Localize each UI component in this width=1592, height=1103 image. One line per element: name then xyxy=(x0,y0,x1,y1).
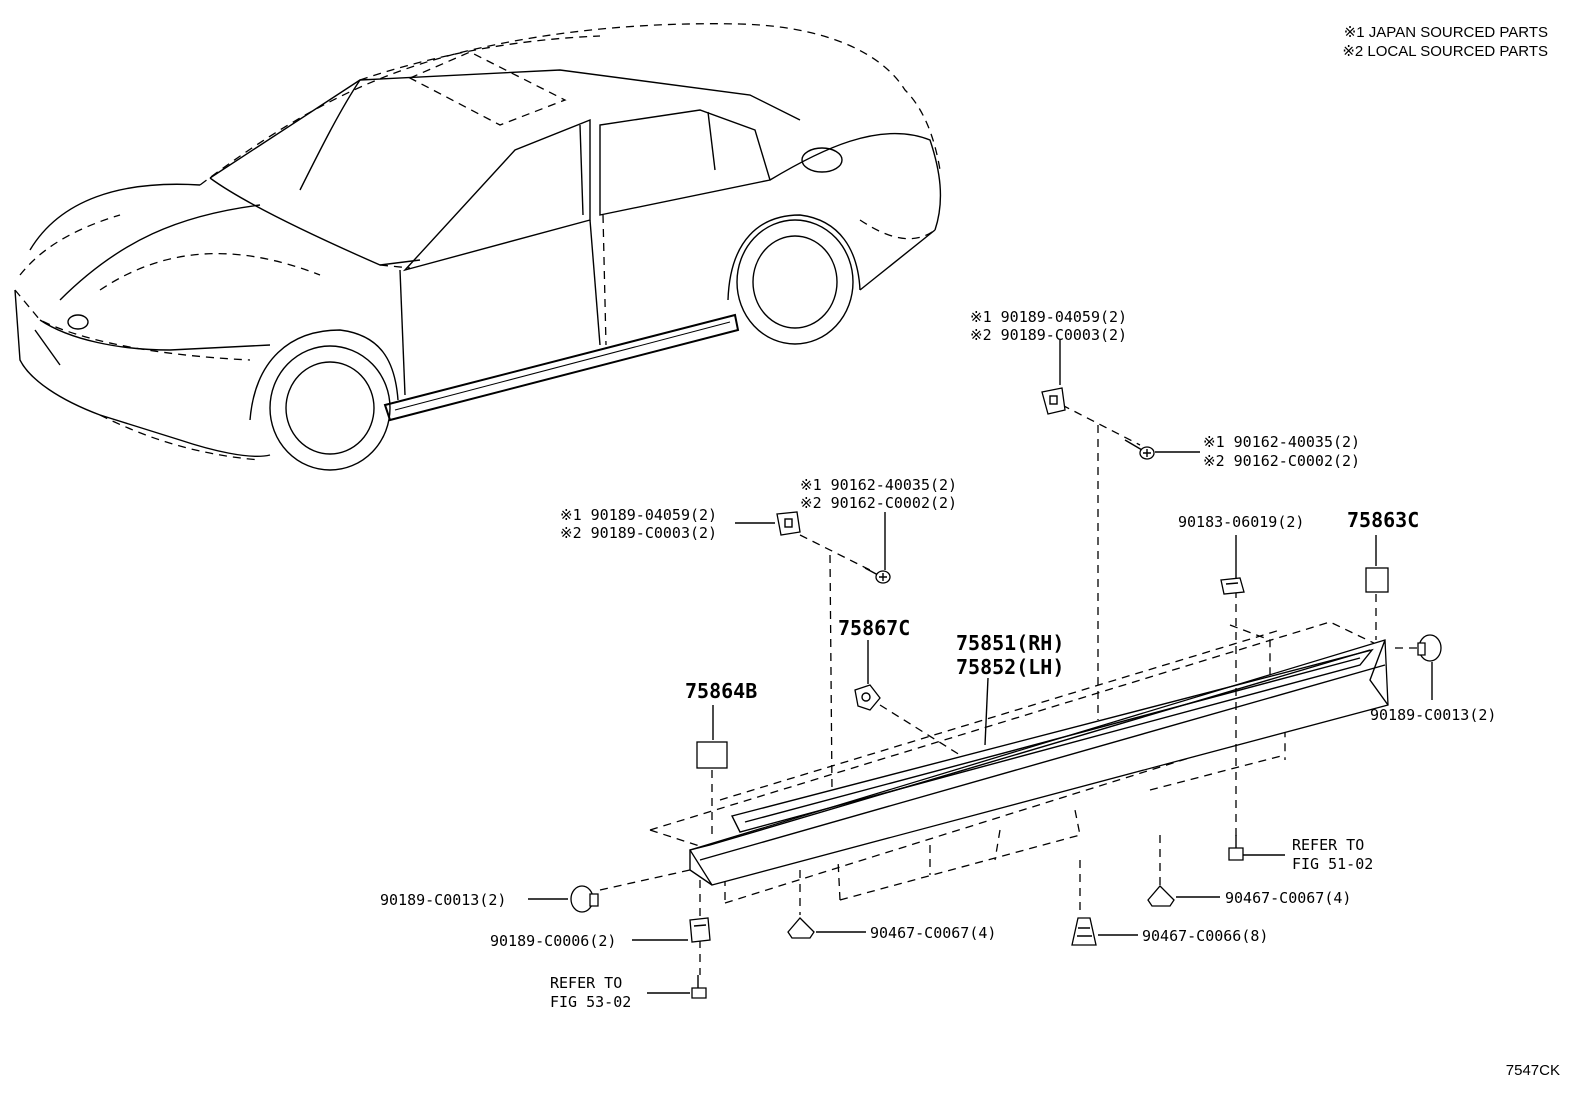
clip-90189-04059-top[interactable] xyxy=(1041,387,1066,415)
label-grommet-left[interactable]: 90189-C0013(2) xyxy=(380,891,506,909)
legend-local-sourced: ※2 LOCAL SOURCED PARTS xyxy=(1342,43,1548,60)
label-clip-mid-japan[interactable]: ※1 90189-04059(2) xyxy=(560,506,717,524)
label-moulding-rh[interactable]: 75851(RH) xyxy=(956,631,1064,655)
side-moulding-assembly xyxy=(599,404,1420,975)
push-clip-90467-c0066[interactable] xyxy=(1071,917,1097,946)
clip-75867c[interactable] xyxy=(854,684,881,711)
label-clip-left[interactable]: 90189-C0006(2) xyxy=(490,932,616,950)
label-75867c[interactable]: 75867C xyxy=(838,616,910,640)
label-nut-right[interactable]: 90183-06019(2) xyxy=(1178,513,1304,531)
label-grommet-right[interactable]: 90189-C0013(2) xyxy=(1370,706,1496,724)
tag-75864b[interactable] xyxy=(696,741,728,769)
grommet-90189-c0013-right[interactable] xyxy=(1417,634,1442,662)
leader-lines xyxy=(528,340,1433,994)
nut-90183-06019[interactable] xyxy=(1220,577,1245,595)
figure-code: 7547CK xyxy=(1506,1062,1560,1079)
grommet-90189-c0013-left[interactable] xyxy=(570,885,599,913)
label-75864b[interactable]: 75864B xyxy=(685,679,757,703)
label-moulding-lh[interactable]: 75852(LH) xyxy=(956,655,1064,679)
label-refer-left-line1[interactable]: REFER TO xyxy=(550,974,622,992)
push-clip-90467-c0067-bottom[interactable] xyxy=(787,917,815,939)
label-screw-mid-local[interactable]: ※2 90162-C0002(2) xyxy=(800,494,957,512)
screw-90162-40035-top[interactable] xyxy=(1124,439,1155,460)
label-refer-right-line2[interactable]: FIG 51-02 xyxy=(1292,855,1373,873)
label-clip-mid-local[interactable]: ※2 90189-C0003(2) xyxy=(560,524,717,542)
car-illustration xyxy=(14,23,942,471)
clip-90189-04059-mid[interactable] xyxy=(776,511,801,536)
label-clip-right-lower[interactable]: 90467-C0067(4) xyxy=(1225,889,1351,907)
label-clip-top-right-japan[interactable]: ※1 90189-04059(2) xyxy=(970,308,1127,326)
label-clip-top-right-local[interactable]: ※2 90189-C0003(2) xyxy=(970,326,1127,344)
label-clip-bottom-mid[interactable]: 90467-C0067(4) xyxy=(870,924,996,942)
label-refer-right-line1[interactable]: REFER TO xyxy=(1292,836,1364,854)
label-screw-mid-japan[interactable]: ※1 90162-40035(2) xyxy=(800,476,957,494)
legend-japan-sourced: ※1 JAPAN SOURCED PARTS xyxy=(1344,24,1548,41)
screw-90162-40035-mid[interactable] xyxy=(864,567,891,584)
push-clip-90467-c0067-right[interactable] xyxy=(1147,885,1175,907)
tag-75863c[interactable] xyxy=(1365,567,1389,593)
label-refer-left-line2[interactable]: FIG 53-02 xyxy=(550,993,631,1011)
label-75863c[interactable]: 75863C xyxy=(1347,508,1419,532)
bolt-refer-fig-53-02[interactable] xyxy=(691,975,707,999)
label-screw-top-right-japan[interactable]: ※1 90162-40035(2) xyxy=(1203,433,1360,451)
label-clip-bottom-right[interactable]: 90467-C0066(8) xyxy=(1142,927,1268,945)
clip-90189-c0006[interactable] xyxy=(689,917,711,943)
bolt-refer-fig-51-02[interactable] xyxy=(1228,835,1244,861)
label-screw-top-right-local[interactable]: ※2 90162-C0002(2) xyxy=(1203,452,1360,470)
